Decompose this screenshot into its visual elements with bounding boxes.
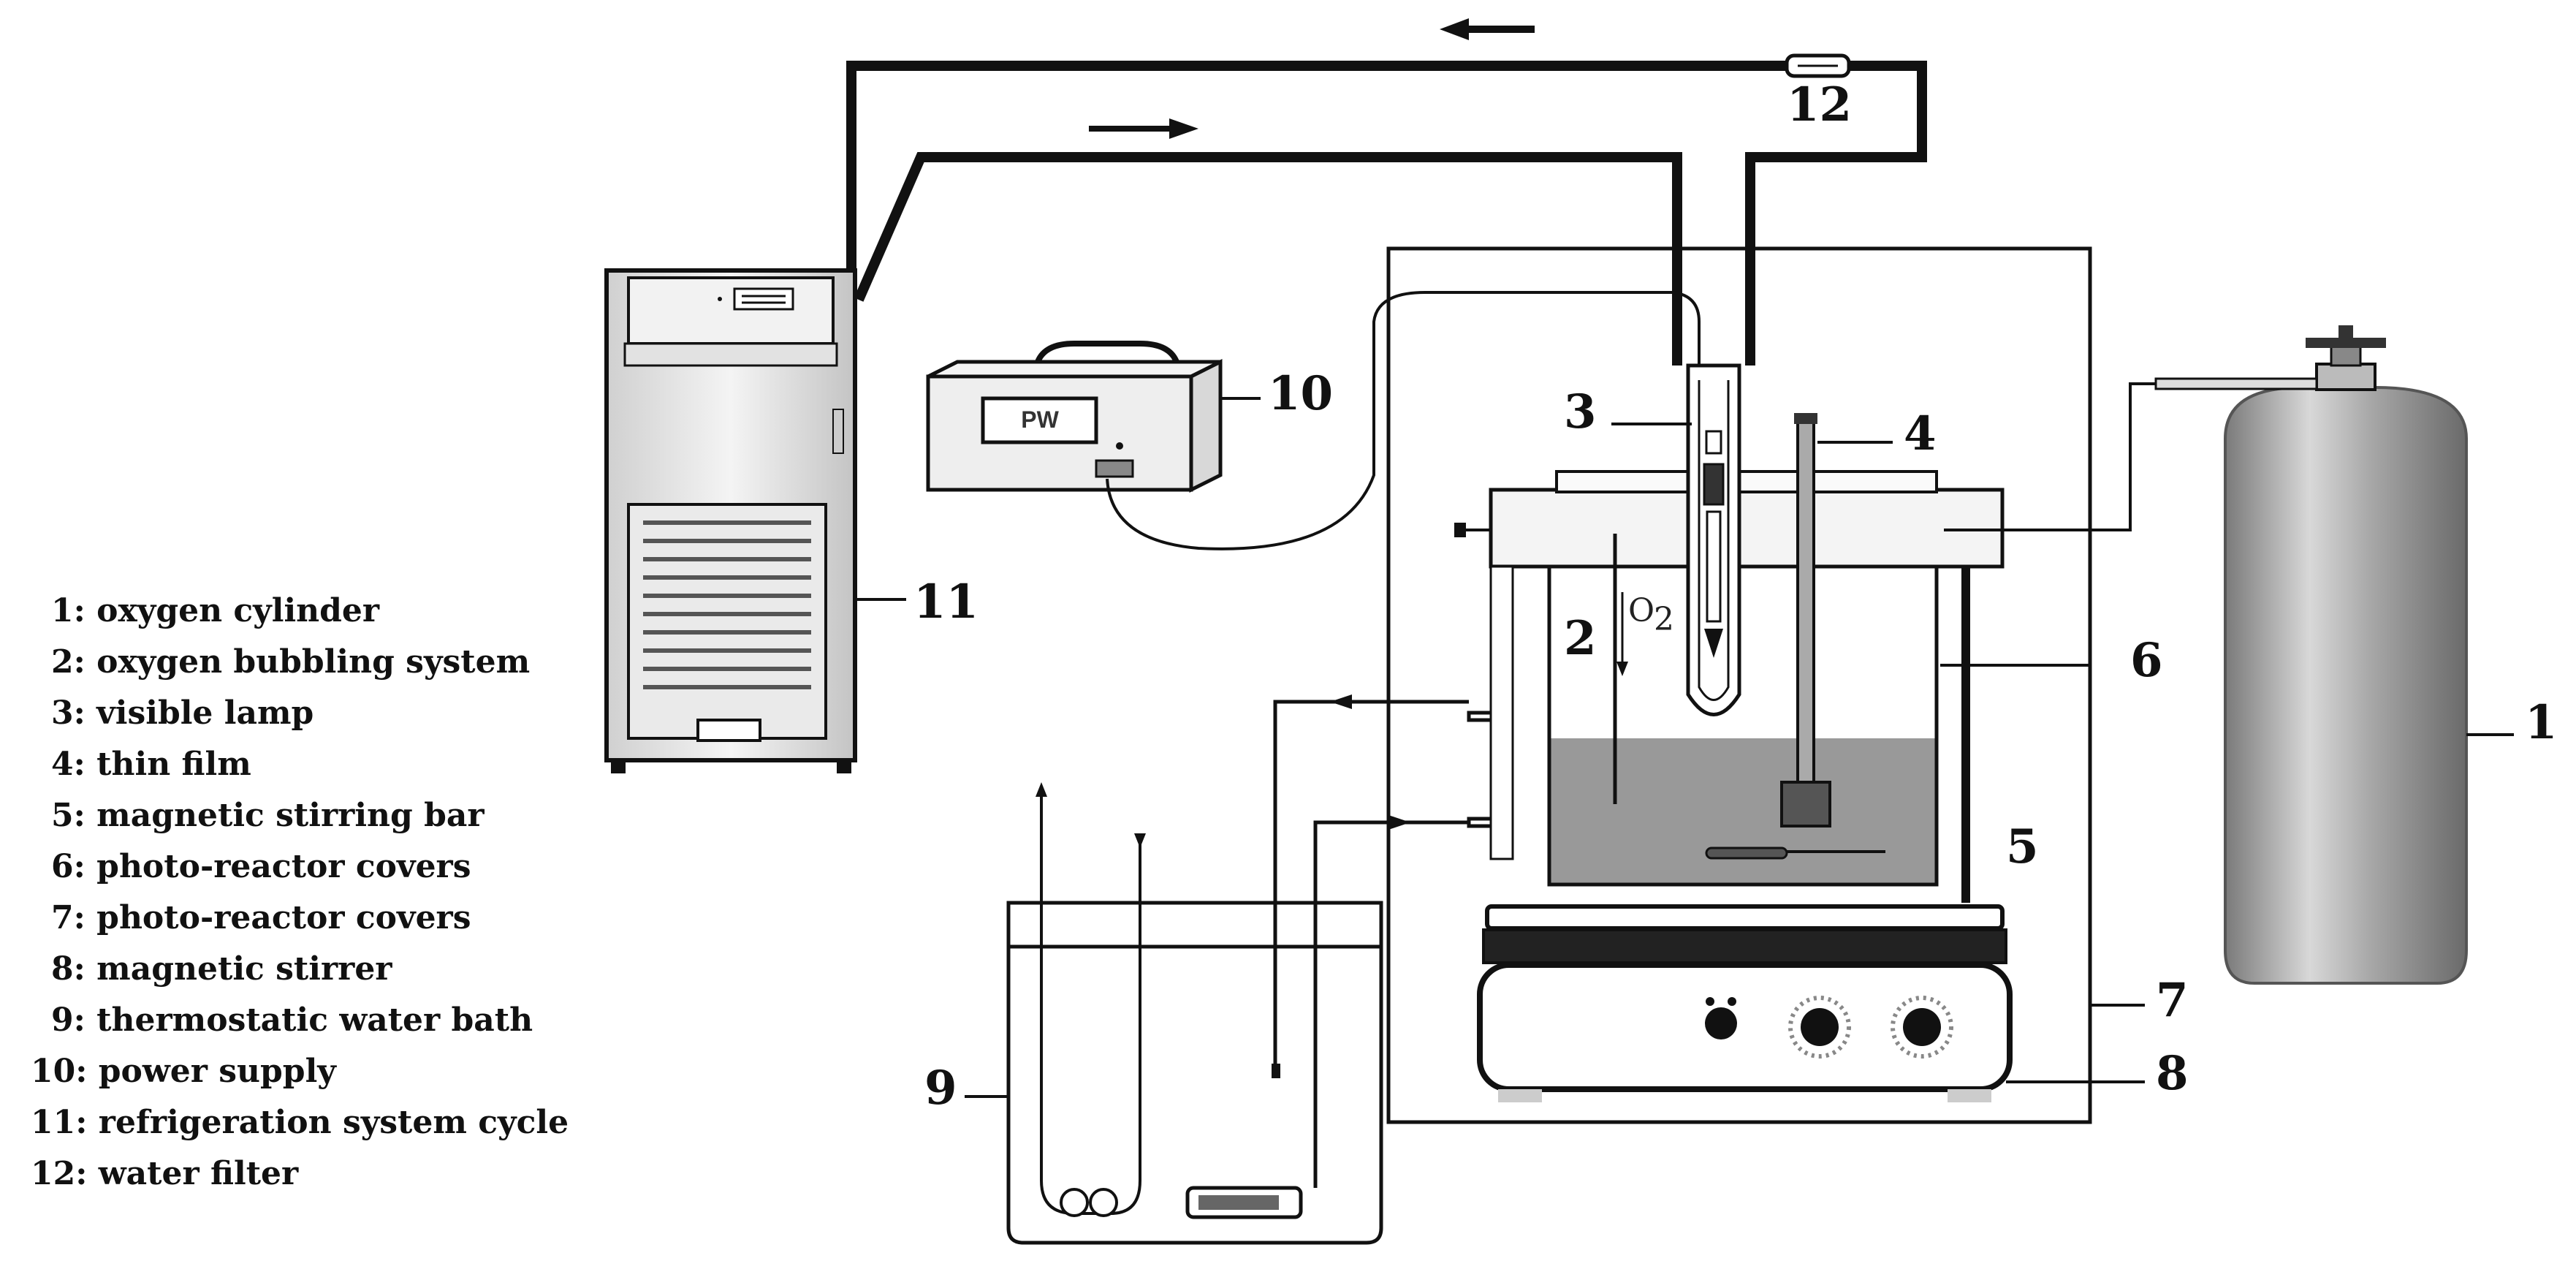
leader-lines — [855, 397, 2514, 1098]
label-10: 10 — [1268, 366, 1333, 421]
oxygen-bubbling-tube: O 2 — [1454, 382, 2156, 804]
legend-item-4: 4: thin film — [51, 746, 251, 783]
bath-circulation-lines — [1273, 700, 1469, 1188]
label-4: 4 — [1904, 406, 1937, 461]
legend-item-5: 5: magnetic stirring bar — [51, 797, 485, 834]
reactor-vessel — [1489, 470, 2005, 903]
label-8: 8 — [2156, 1046, 2189, 1101]
power-supply: PW — [926, 341, 1223, 493]
magnetic-stirrer — [1477, 904, 2013, 1102]
flow-arrow-return — [1440, 18, 1535, 40]
label-9: 9 — [924, 1061, 957, 1116]
legend-item-8: 8: magnetic stirrer — [51, 950, 392, 988]
photo-reactor-enclosure — [1386, 246, 2092, 1124]
lamp-cable — [1106, 291, 1701, 550]
legend-item-11: 11: refrigeration system cycle — [31, 1104, 569, 1141]
stirrer-power-button — [1705, 997, 1737, 1039]
visible-lamp — [1686, 363, 1741, 716]
thermostatic-water-bath — [1006, 782, 1383, 1245]
legend-item-10: 10: power supply — [31, 1053, 337, 1090]
legend-item-3: 3: visible lamp — [51, 694, 314, 732]
coolant-tubing — [846, 61, 1927, 366]
label-2: 2 — [1564, 611, 1597, 666]
label-11: 11 — [913, 575, 979, 629]
cooling-water-inlet-outlet — [1467, 711, 1491, 828]
legend: 1: oxygen cylinder 2: oxygen bubbling sy… — [31, 592, 569, 1192]
legend-item-1: 1: oxygen cylinder — [51, 592, 380, 629]
thin-film — [1780, 413, 1831, 828]
legend-item-12: 12: water filter — [31, 1155, 299, 1192]
legend-item-9: 9: thermostatic water bath — [51, 1001, 533, 1039]
refrigeration-unit — [604, 268, 857, 773]
label-3: 3 — [1564, 385, 1597, 439]
chiller-vents — [643, 520, 811, 689]
label-12: 12 — [1787, 77, 1852, 132]
gas-label: O — [1628, 592, 1654, 629]
magnetic-stirring-bar — [1705, 847, 1788, 860]
label-5: 5 — [2006, 819, 2039, 874]
flow-arrow-supply — [1089, 118, 1198, 139]
legend-item-6: 6: photo-reactor covers — [51, 848, 471, 885]
stirrer-heat-knob — [1891, 996, 1953, 1059]
stirrer-speed-knob — [1788, 996, 1851, 1059]
legend-item-7: 7: photo-reactor covers — [51, 899, 471, 936]
legend-item-2: 2: oxygen bubbling system — [51, 643, 530, 681]
oxygen-cylinder — [2154, 325, 2468, 985]
label-1: 1 — [2525, 695, 2558, 750]
power-supply-display: PW — [1021, 406, 1059, 433]
label-7: 7 — [2156, 973, 2189, 1028]
water-filter — [1785, 53, 1851, 78]
label-6: 6 — [2130, 633, 2163, 688]
gas-subscript: 2 — [1654, 601, 1674, 638]
